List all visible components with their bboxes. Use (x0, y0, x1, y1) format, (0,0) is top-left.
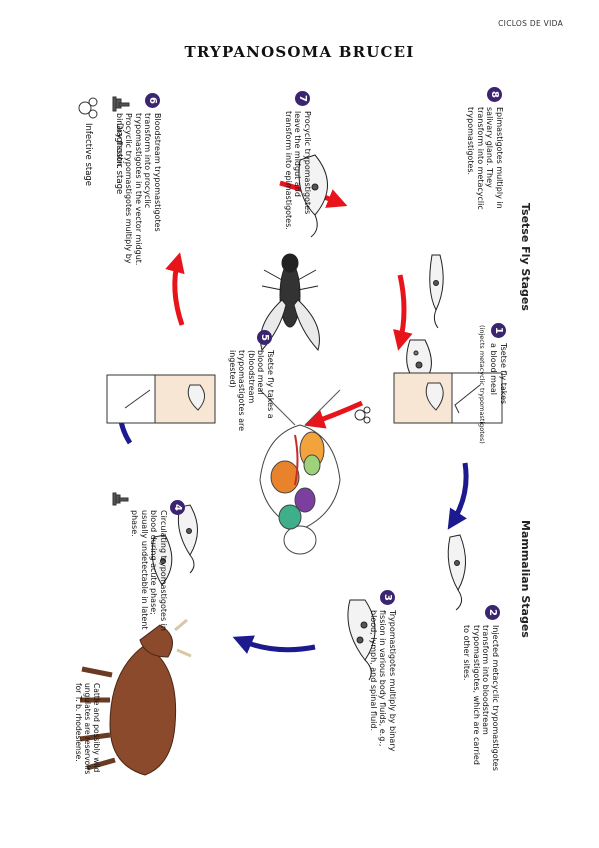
legend-infective-label: Infective stage (83, 123, 93, 187)
diagnostic-stage-marker-4 (112, 492, 129, 506)
reservoir-note: Cattle and possibly wild ungulates are r… (74, 683, 101, 775)
stage-8-badge: 8 (487, 87, 502, 102)
section-header: CICLOS DE VIDA (498, 19, 563, 28)
bite-inset-1 (393, 372, 503, 424)
dividing-trypomastigote-icon (347, 599, 376, 681)
arrow-7-to-8 (393, 274, 413, 351)
stage-1-note: (injects metacyclic trypomastigotes) (478, 325, 486, 444)
page-title: TRYPANOSOMA BRUCEI (184, 43, 415, 61)
bloodstream-trypomastigote-icon (447, 534, 466, 611)
mammalian-stages-heading: Mammalian Stages (519, 520, 532, 638)
cow-icon (79, 618, 192, 776)
stage-2-badge: 2 (485, 605, 500, 620)
tsetse-stages-heading: Tsetse Fly Stages (519, 203, 532, 311)
stage-4-text: Circulating trypomastigotes in blood dur… (130, 510, 168, 631)
stage-6-badge: 6 (145, 93, 160, 108)
stage-3-badge: 3 (380, 590, 395, 605)
stage-2-text: Injected metacyclic trypomastigotes tran… (462, 625, 500, 771)
stage-8-text: Epimastigotes multiply in salivary gland… (466, 107, 504, 210)
stage-7-text: Procyclic trypomastigotes leave the midg… (283, 111, 312, 230)
infective-stage-marker-1 (354, 406, 371, 424)
arrow-1-to-2 (447, 462, 469, 530)
diagram-graphics (78, 96, 503, 776)
circulating-trypomastigote-icon (151, 504, 198, 586)
stage-4-badge: 4 (170, 500, 185, 515)
stage-7-badge: 7 (295, 91, 310, 106)
arrow-5-to-6 (165, 252, 185, 326)
stage-3-text: Trypomastigotes multiply by binary fissi… (368, 610, 397, 752)
stage-1-badge: 1 (491, 323, 506, 338)
human-body-icon (259, 389, 341, 555)
procyclic-trypomastigote-icon (298, 154, 328, 238)
stage-5-badge: 5 (257, 330, 272, 345)
epimastigote-icon (429, 254, 444, 329)
stage-1-text: Tsetse fly takes a blood meal (489, 343, 508, 405)
legend-diagnostic-label: Diagnostic stage (114, 123, 124, 195)
life-cycle-diagram: Tsetse Fly Stages Mammalian Stages 8 Epi… (60, 85, 540, 785)
diagnostic-stage-icon (112, 96, 130, 112)
arrow-8-to-1 (304, 400, 364, 429)
infective-stage-icon (78, 97, 98, 119)
bite-inset-5 (106, 374, 216, 424)
arrow-3-to-4 (232, 635, 316, 654)
stage-5-text: Tsetse fly takes a blood meal (bloodstre… (227, 350, 275, 432)
